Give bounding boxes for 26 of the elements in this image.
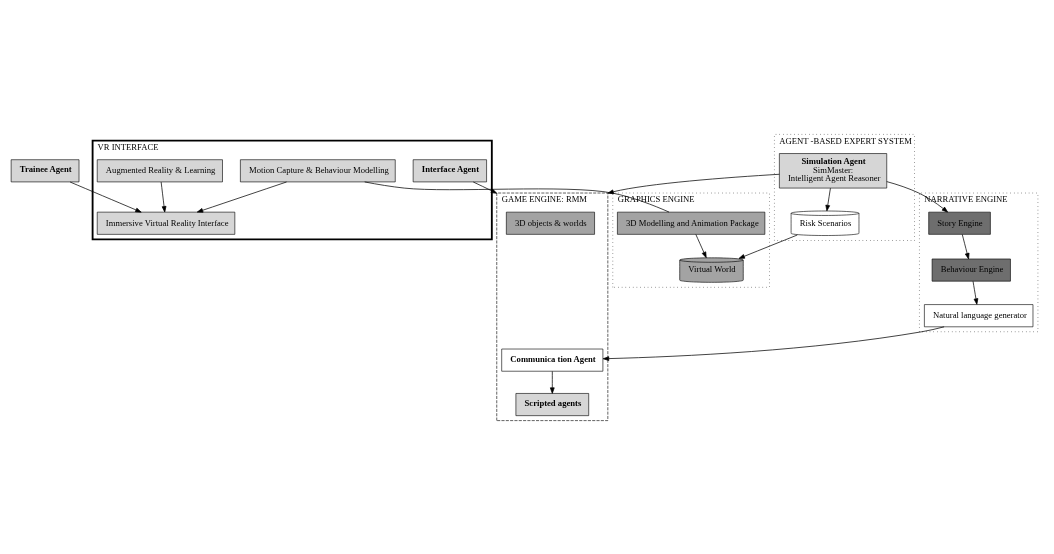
node-box: 3D objects & worlds [506,211,595,235]
node-box: Simulation Agent SimMaster: Intelligent Agent Reasoner [779,152,888,188]
arrow [738,234,798,259]
arrow [69,181,142,212]
node-box: Scripted agents [515,392,589,416]
arrow [886,180,949,212]
arrow [550,370,555,394]
arrow [961,233,970,259]
node-box: Behaviour Engine [931,258,1011,281]
arrow [825,187,831,211]
connector [364,181,670,212]
node-box: Interface Agent [412,158,487,182]
node-box: Augmented Reality & Learning [96,158,223,182]
node-box: Immersive Virtual Reality Interface [96,211,236,235]
arrow [695,233,707,258]
arrow [602,325,945,361]
arrow [160,181,167,212]
arrow [972,280,979,305]
node-box: Natural language generator [924,303,1034,327]
arrow [196,181,287,213]
node-box: Story Engine [928,211,991,235]
node-box: Trainee Agent [10,158,80,182]
node-box: Motion Capture & Behaviour Modelling [240,158,396,182]
node-box: 3D Modelling and Animation Package [617,211,766,235]
arrow [472,181,498,194]
node-box: Communica tion Agent [501,348,604,372]
